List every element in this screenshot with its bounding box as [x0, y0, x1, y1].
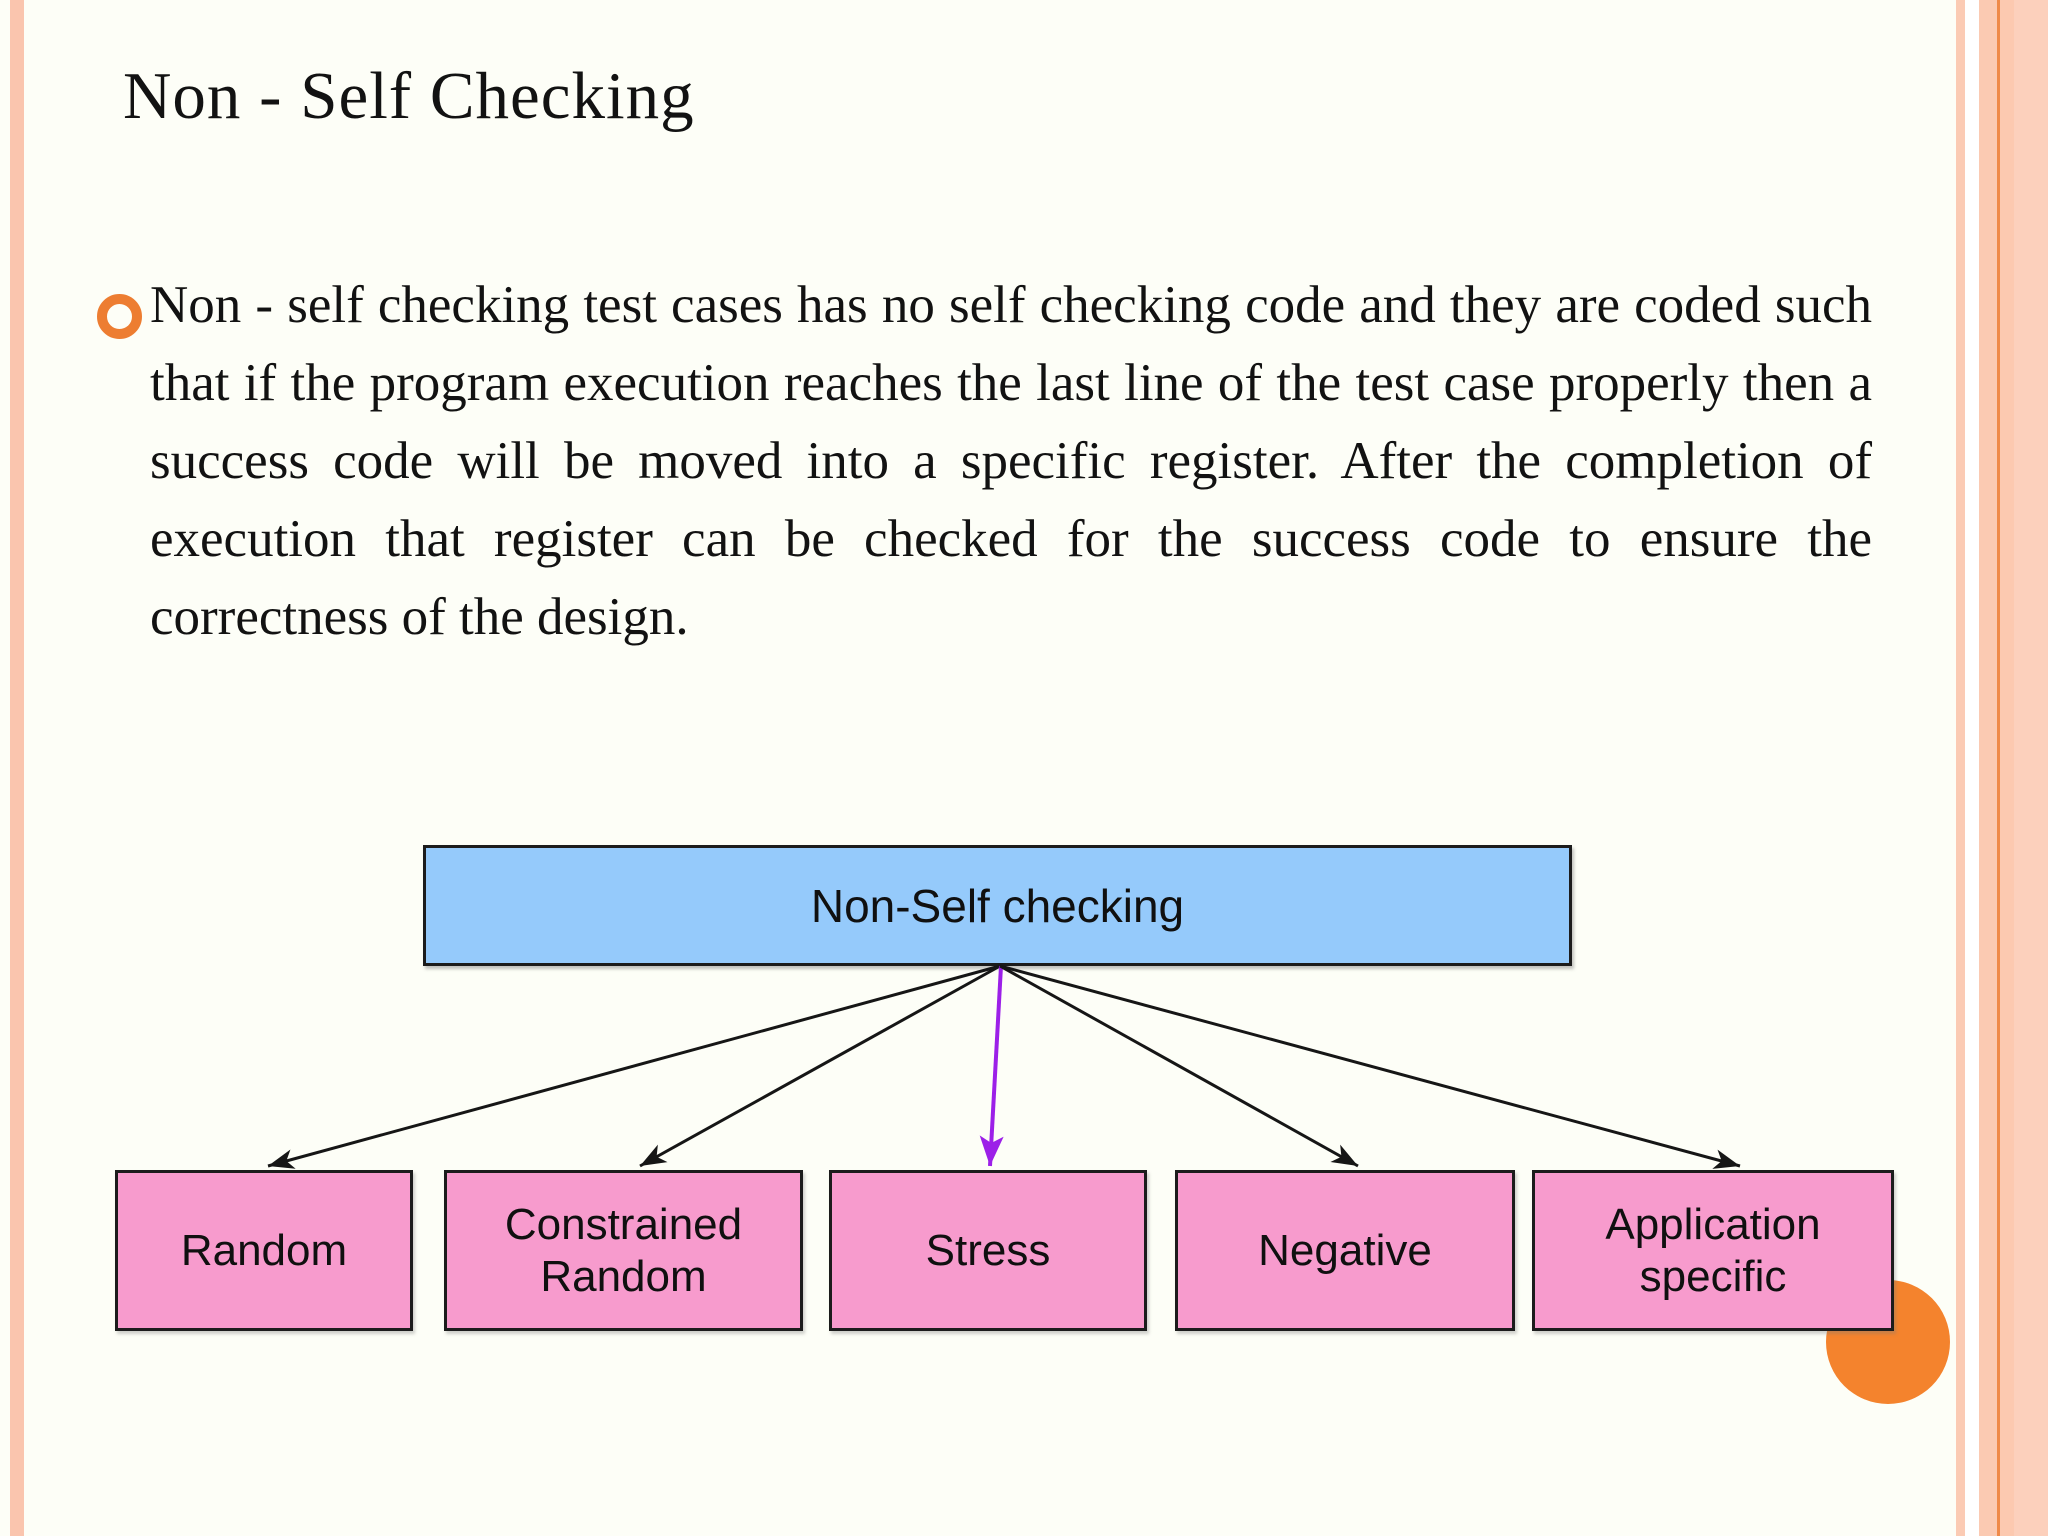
- diagram-root-node: Non-Self checking: [423, 845, 1572, 966]
- connector-arrow-constrained-random: [639, 964, 1001, 1168]
- right-border-stripe-outer: [2014, 0, 2048, 1536]
- connector-arrow-stress: [979, 965, 1004, 1167]
- diagram-node-label: Stress: [925, 1225, 1051, 1275]
- right-border-stripe-thin: [1956, 0, 1965, 1536]
- connector-arrow-application-specific: [999, 964, 1741, 1169]
- diagram-node-label: Constrained Random: [504, 1199, 743, 1301]
- diagram-node-label: Negative: [1258, 1225, 1432, 1275]
- diagram-node-application-specific: Application specific: [1532, 1170, 1894, 1331]
- bullet-ring-icon: [97, 294, 142, 339]
- page-title: Non - Self Checking: [123, 59, 695, 133]
- right-border-stripe-mid: [2000, 0, 2014, 1536]
- diagram-node-constrained-random: Constrained Random: [444, 1170, 803, 1331]
- diagram-node-stress: Stress: [829, 1170, 1147, 1331]
- connector-arrow-random: [267, 964, 1001, 1169]
- connector-arrow-negative: [999, 964, 1359, 1168]
- body-paragraph: Non - self checking test cases has no se…: [150, 276, 1872, 646]
- diagram-node-label: Application specific: [1605, 1199, 1821, 1301]
- right-border-gap: [1965, 0, 1979, 1536]
- diagram-root-label: Non-Self checking: [810, 879, 1185, 932]
- left-border-stripe: [10, 0, 24, 1536]
- right-border-orange-line: [1997, 0, 2000, 1536]
- diagram-node-label: Random: [180, 1225, 348, 1275]
- diagram-node-random: Random: [115, 1170, 413, 1331]
- right-border-stripe-inner: [1979, 0, 1997, 1536]
- diagram-node-negative: Negative: [1175, 1170, 1515, 1331]
